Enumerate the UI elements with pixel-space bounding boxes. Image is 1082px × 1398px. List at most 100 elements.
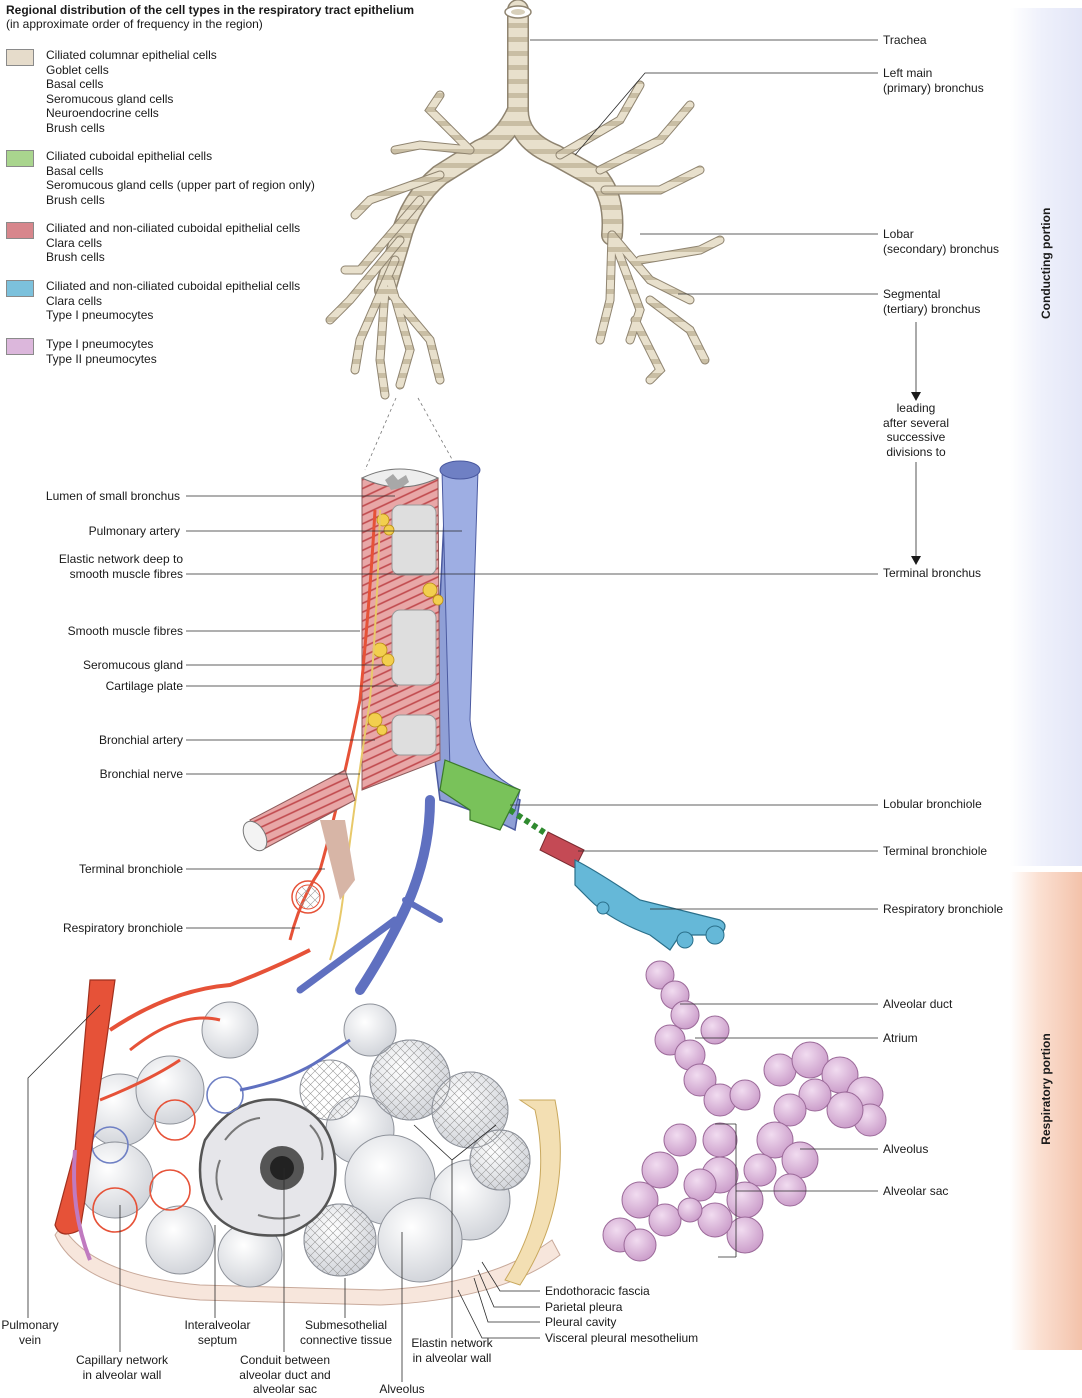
- label-line: (secondary) bronchus: [883, 241, 1000, 256]
- legend-line: Basal cells: [46, 77, 104, 91]
- label-pleural-cavity: Pleural cavity: [545, 1315, 617, 1329]
- label-line: Capillary network: [75, 1353, 169, 1367]
- legend-text-3: Ciliated and non-ciliated cuboidal epith…: [46, 221, 300, 265]
- label-terminal-bronchiole-left: Terminal bronchiole: [78, 862, 183, 876]
- respiratory-portion-band: Respiratory portion: [1010, 872, 1082, 1350]
- label-line: vein: [18, 1332, 41, 1347]
- alveolar-sacs: [602, 960, 887, 1262]
- label-respiratory-bronchiole-right: Respiratory bronchiole: [883, 902, 1004, 916]
- bronchial-tree: [325, 0, 725, 400]
- label-line: Conduit between: [239, 1353, 331, 1367]
- alveolar-cluster: [54, 948, 561, 1306]
- label-lumen-small-bronchus: Lumen of small bronchus: [45, 489, 180, 503]
- legend-line: Clara cells: [46, 293, 103, 308]
- legend-heading: Regional distribution of the cell types …: [6, 3, 415, 17]
- legend-line: Basal cells: [46, 163, 104, 178]
- label-alveolus-bottom: Alveolus: [379, 1382, 425, 1396]
- label-line: Segmental: [883, 287, 941, 301]
- legend-line: Type I pneumocytes: [46, 337, 154, 351]
- label-line: after several: [882, 415, 950, 430]
- label-segmental-bronchus: Segmental (tertiary) bronchus: [883, 287, 980, 316]
- label-smooth-muscle-fibres: Smooth muscle fibres: [67, 624, 183, 638]
- legend-line: Type I pneumocytes: [46, 308, 154, 322]
- label-terminal-bronchiole-right: Terminal bronchiole: [883, 844, 988, 858]
- legend-title: Regional distribution of the cell types …: [6, 3, 414, 31]
- label-leading-divisions: leading after several successive divisio…: [866, 401, 966, 459]
- zoom-lines: [364, 397, 459, 471]
- legend-text-4: Ciliated and non-ciliated cuboidal epith…: [46, 279, 300, 323]
- label-terminal-bronchus: Terminal bronchus: [883, 566, 982, 580]
- legend-line: Clara cells: [46, 235, 103, 250]
- label-line: septum: [197, 1332, 238, 1347]
- label-line: in alveolar wall: [412, 1350, 492, 1365]
- legend-line: Goblet cells: [46, 62, 109, 77]
- label-line: Pulmonary: [1, 1318, 59, 1332]
- label-line: (primary) bronchus: [883, 80, 984, 95]
- label-elastin-network: Elastin network in alveolar wall: [400, 1336, 504, 1365]
- leader-lines: [27, 39, 917, 1382]
- label-pulmonary-vein: Pulmonary vein: [0, 1318, 60, 1347]
- label-parietal-pleura: Parietal pleura: [545, 1300, 623, 1314]
- label-bronchial-artery: Bronchial artery: [98, 733, 183, 747]
- label-lobular-bronchiole: Lobular bronchiole: [883, 797, 982, 811]
- label-line: (tertiary) bronchus: [883, 301, 981, 316]
- legend-line: Ciliated cuboidal epithelial cells: [46, 149, 213, 163]
- label-alveolar-duct: Alveolar duct: [883, 997, 953, 1011]
- label-elastic-network: Elastic network deep to smooth muscle fi…: [0, 552, 183, 581]
- legend-line: Ciliated and non-ciliated cuboidal epith…: [46, 221, 301, 235]
- legend-swatch-3: [6, 222, 34, 239]
- label-alveolus-right: Alveolus: [883, 1142, 929, 1156]
- label-line: divisions to: [886, 444, 946, 459]
- label-conduit: Conduit between alveolar duct and alveol…: [230, 1353, 340, 1397]
- legend-line: Brush cells: [46, 192, 105, 207]
- label-line: successive: [886, 430, 946, 444]
- label-line: connective tissue: [299, 1332, 393, 1347]
- label-seromucous-gland: Seromucous gland: [82, 658, 183, 672]
- label-visceral-pleural-mesothelium: Visceral pleural mesothelium: [545, 1331, 699, 1345]
- label-endothoracic-fascia: Endothoracic fascia: [545, 1284, 650, 1298]
- label-line: Submesothelial: [304, 1318, 388, 1332]
- label-line: Elastin network: [411, 1336, 493, 1350]
- legend-swatch-4: [6, 280, 34, 297]
- label-trachea: Trachea: [883, 33, 927, 47]
- legend-subheading: (in approximate order of frequency in th…: [6, 17, 263, 31]
- label-line: alveolar duct and: [239, 1367, 331, 1382]
- label-left-main-bronchus: Left main (primary) bronchus: [883, 66, 984, 95]
- label-capillary-network: Capillary network in alveolar wall: [62, 1353, 182, 1382]
- label-respiratory-bronchiole-left: Respiratory bronchiole: [62, 921, 183, 935]
- label-line: leading: [896, 401, 936, 415]
- label-alveolar-sac: Alveolar sac: [883, 1184, 949, 1198]
- legend-line: Brush cells: [46, 250, 105, 264]
- legend-line: Ciliated columnar epithelial cells: [46, 48, 217, 62]
- label-submesothelial-connective-tissue: Submesothelial connective tissue: [290, 1318, 402, 1347]
- label-line: Left main: [883, 66, 933, 80]
- legend-line: Ciliated and non-ciliated cuboidal epith…: [46, 279, 301, 293]
- label-line: alveolar sac: [252, 1382, 318, 1396]
- legend-text-1: Ciliated columnar epithelial cells Goble…: [46, 48, 217, 135]
- legend-swatch-5: [6, 338, 34, 355]
- conducting-portion-band: Conducting portion: [1010, 8, 1082, 866]
- label-cartilage-plate: Cartilage plate: [105, 679, 183, 693]
- legend-line: Seromucous gland cells (upper part of re…: [46, 178, 315, 192]
- legend-text-5: Type I pneumocytes Type II pneumocytes: [46, 337, 157, 366]
- legend-line: Brush cells: [46, 120, 105, 135]
- label-pulmonary-artery: Pulmonary artery: [88, 524, 180, 538]
- label-line: Interalveolar: [184, 1318, 251, 1332]
- small-bronchus-section: [242, 460, 726, 995]
- legend-text-2: Ciliated cuboidal epithelial cells Basal…: [46, 149, 315, 207]
- legend-swatch-2: [6, 150, 34, 167]
- label-atrium: Atrium: [883, 1031, 918, 1045]
- arrowheads: [911, 392, 921, 565]
- legend-line: Neuroendocrine cells: [46, 106, 159, 120]
- legend-line: Type II pneumocytes: [46, 351, 157, 366]
- label-line: Elastic network deep to: [58, 552, 183, 566]
- label-line: Lobar: [883, 227, 914, 241]
- legend-line: Seromucous gland cells: [46, 91, 174, 106]
- label-bronchial-nerve: Bronchial nerve: [99, 767, 183, 781]
- label-line: in alveolar wall: [82, 1367, 162, 1382]
- label-line: smooth muscle fibres: [69, 566, 183, 581]
- label-lobar-bronchus: Lobar (secondary) bronchus: [883, 227, 999, 256]
- legend-swatch-1: [6, 49, 34, 66]
